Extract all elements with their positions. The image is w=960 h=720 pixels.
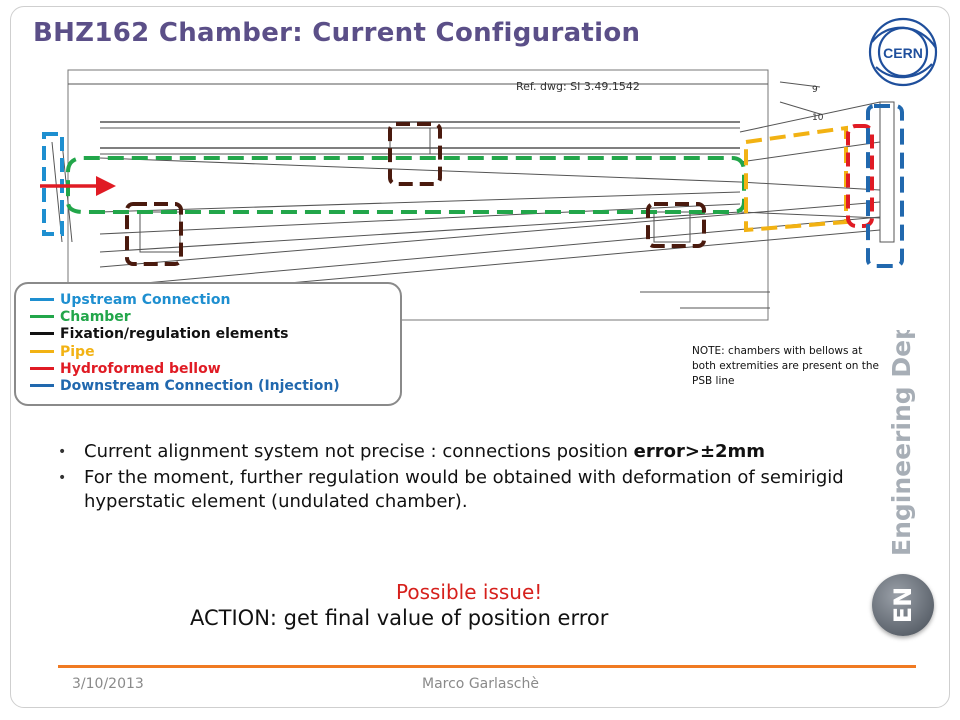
legend-swatch	[30, 298, 54, 301]
en-badge-text: EN	[889, 586, 917, 624]
legend-swatch	[30, 332, 54, 335]
fixation-element-3	[646, 202, 706, 248]
legend-label: Hydroformed bellow	[60, 360, 221, 377]
pipe-outline	[744, 125, 848, 233]
fixation-element-1	[388, 122, 442, 186]
en-badge: EN	[872, 574, 934, 636]
sidebar-department: Engineering Dep	[887, 330, 916, 556]
slide-title: BHZ162 Chamber: Current Configuration	[33, 18, 641, 48]
footer-divider	[58, 665, 916, 668]
bullet-emphasis: error>±2mm	[633, 441, 766, 462]
footer-date: 3/10/2013	[72, 676, 144, 692]
psb-note: NOTE: chambers with bellows at both extr…	[692, 345, 880, 387]
drawing-linework	[51, 69, 895, 321]
reference-drawing: Ref. dwg: SI 3.49.1542	[516, 80, 640, 93]
legend-label: Chamber	[60, 308, 131, 325]
slide-frame	[10, 6, 950, 708]
legend-swatch	[30, 367, 54, 370]
legend-item-fixation: Fixation/regulation elements	[30, 325, 288, 342]
legend-label: Fixation/regulation elements	[60, 325, 289, 342]
bullet-item: For the moment, further regulation would…	[58, 466, 858, 514]
footer-author: Marco Garlaschè	[422, 676, 539, 692]
possible-issue: Possible issue!	[396, 580, 543, 604]
drawing-label-9: 9	[812, 85, 818, 95]
bullet-text: Current alignment system not precise : c…	[84, 441, 634, 462]
legend-item-pipe: Pipe	[30, 343, 95, 360]
legend-label: Downstream Connection (Injection)	[60, 377, 340, 394]
fixation-element-2	[125, 202, 183, 266]
bullet-item: Current alignment system not precise : c…	[58, 440, 858, 464]
technical-drawing: 9 10	[40, 69, 904, 321]
beam-arrow	[40, 176, 116, 196]
legend-item-bellow: Hydroformed bellow	[30, 360, 221, 377]
legend: Upstream Connection Chamber Fixation/reg…	[14, 282, 402, 406]
bullet-list: Current alignment system not precise : c…	[58, 440, 858, 516]
action-item: ACTION: get final value of position erro…	[190, 606, 609, 630]
legend-label: Pipe	[60, 343, 95, 360]
upstream-connection-outline	[42, 132, 64, 236]
legend-item-upstream: Upstream Connection	[30, 291, 230, 308]
sidebar-department-text: Engineering Dep	[887, 330, 916, 556]
logo-text: CERN	[883, 45, 923, 61]
legend-item-chamber: Chamber	[30, 308, 131, 325]
downstream-connection-outline	[866, 104, 904, 268]
legend-swatch	[30, 315, 54, 318]
legend-swatch	[30, 384, 54, 387]
bullet-text: For the moment, further regulation would…	[84, 467, 844, 512]
drawing-label-10: 10	[812, 113, 824, 123]
legend-swatch	[30, 350, 54, 353]
bellow-outline	[846, 124, 874, 228]
legend-item-downstream: Downstream Connection (Injection)	[30, 377, 340, 394]
cern-logo: CERN	[868, 17, 938, 87]
legend-label: Upstream Connection	[60, 291, 231, 308]
